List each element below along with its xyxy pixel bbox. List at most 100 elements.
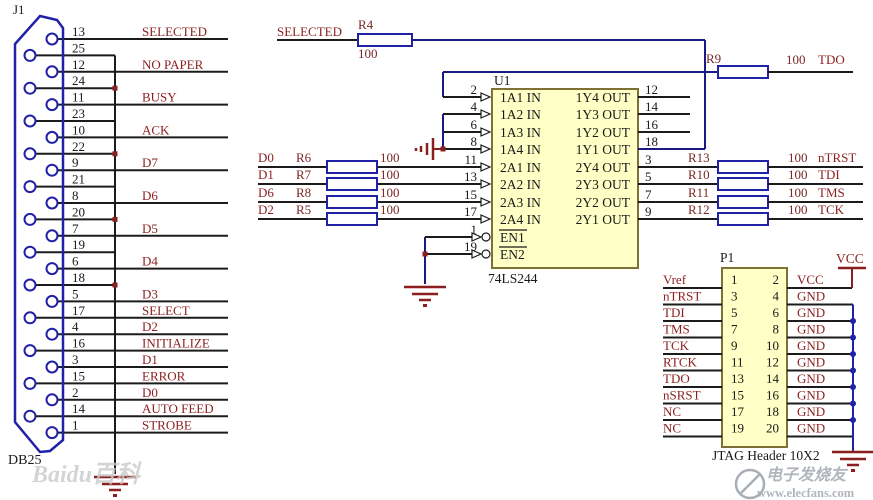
j1-net-label: D6 xyxy=(142,188,158,203)
p1-right-label: GND xyxy=(797,421,825,436)
u1-pin-number: 8 xyxy=(471,134,478,149)
j1-net-label: D1 xyxy=(142,352,158,367)
j1-net-label: ACK xyxy=(142,122,170,137)
junction-mark xyxy=(112,282,118,288)
p1-pin-number: 4 xyxy=(773,289,780,304)
net-label-tms: TMS xyxy=(818,185,845,200)
bus-junction-dot xyxy=(850,334,856,341)
p1-right-label: GND xyxy=(797,388,825,403)
bus-junction-dot xyxy=(850,351,856,357)
j1-pin-circle xyxy=(23,147,37,161)
j1-pin-circle xyxy=(23,180,37,194)
j1-net-label: D0 xyxy=(142,385,158,400)
net-label-selected: SELECTED xyxy=(277,24,342,39)
input-arrow-icon xyxy=(471,232,483,242)
j1-pin-circle xyxy=(45,32,59,46)
j1-pin-circle xyxy=(23,344,37,358)
j1-pin-circle xyxy=(45,65,59,79)
j1-pin-number: 1 xyxy=(72,418,79,433)
j1-pin-number: 15 xyxy=(72,368,85,383)
u1-pin-name: 1A2 IN xyxy=(500,107,541,122)
j1-pin-circle xyxy=(45,327,59,341)
j1-net-label: SELECTED xyxy=(142,24,207,39)
j1-pin-circle xyxy=(23,245,37,259)
u1-pin-number: 3 xyxy=(645,152,652,167)
net-label-d2: D2 xyxy=(258,202,274,217)
u1-pin-name: 2A3 IN xyxy=(500,195,541,210)
p1-right-label: GND xyxy=(797,404,825,419)
elecfans-logo-icon xyxy=(734,468,766,500)
active-low-bubble-icon xyxy=(481,232,491,242)
r7-body xyxy=(326,177,378,191)
input-arrow-icon xyxy=(480,162,492,172)
j1-pin-number: 3 xyxy=(72,352,79,367)
junction-mark xyxy=(422,251,428,257)
j1-pin-circle xyxy=(23,376,37,390)
j1-pin-number: 13 xyxy=(72,24,85,39)
j1-pin-number: 7 xyxy=(72,221,79,236)
u1-pin-name: EN1 xyxy=(500,230,525,245)
r5-value: 100 xyxy=(380,202,400,217)
net-label-ntrst: nTRST xyxy=(818,150,856,165)
vcc-power-label: VCC xyxy=(836,251,864,266)
p1-pin-number: 3 xyxy=(731,289,738,304)
input-arrow-icon xyxy=(480,92,492,102)
j1-pin-number: 11 xyxy=(72,90,85,105)
r13-value: 100 xyxy=(788,150,808,165)
r9-value: 100 xyxy=(786,52,806,67)
net-label-tdo: TDO xyxy=(818,52,845,67)
r12-value: 100 xyxy=(788,202,808,217)
junction-mark xyxy=(440,146,446,152)
p1-left-label: Vref xyxy=(663,272,687,287)
net-label-tdi: TDI xyxy=(818,167,840,182)
u1-designator: U1 xyxy=(494,73,511,88)
r8-value: 100 xyxy=(380,185,400,200)
u1-pin-name: 2A2 IN xyxy=(500,177,541,192)
u1-pin-name: 1Y3 OUT xyxy=(576,107,631,122)
p1-left-label: nSRST xyxy=(663,388,701,403)
p1-left-label: TMS xyxy=(663,322,690,337)
j1-pin-number: 14 xyxy=(72,401,86,416)
j1-pin-number: 22 xyxy=(72,139,85,154)
j1-net-label: SELECT xyxy=(142,303,190,318)
j1-pin-number: 17 xyxy=(72,303,86,318)
u1-pin-number: 2 xyxy=(471,82,478,97)
j1-pin-circle xyxy=(23,278,37,292)
p1-ground-symbol xyxy=(851,469,855,472)
j1-pin-number: 5 xyxy=(72,286,79,301)
j1-pin-number: 21 xyxy=(72,172,85,187)
j1-pin-circle xyxy=(45,262,59,276)
r12-body xyxy=(717,212,769,226)
u1-pin-name: 1Y2 OUT xyxy=(576,125,631,140)
r6-ref: R6 xyxy=(296,150,312,165)
j1-pin-circle xyxy=(45,196,59,210)
bus-junction-dot xyxy=(850,384,856,390)
p1-right-label: GND xyxy=(797,338,825,353)
u1-pin-number: 1 xyxy=(471,222,478,237)
u1-pin-name: 1A4 IN xyxy=(500,142,541,157)
p1-left-label: TDI xyxy=(663,305,685,320)
p1-pin-number: 7 xyxy=(731,322,738,337)
u1-body xyxy=(491,88,639,269)
p1-pin-number: 5 xyxy=(731,305,738,320)
p1-pin-number: 9 xyxy=(731,338,738,353)
j1-net-label: D3 xyxy=(142,286,158,301)
j1-pin-circle xyxy=(23,81,37,95)
p1-pin-number: 2 xyxy=(773,272,780,287)
r10-ref: R10 xyxy=(688,167,710,182)
enable-ground-symbol xyxy=(423,304,427,307)
u1-pin-number: 5 xyxy=(645,169,652,184)
r4-body xyxy=(357,33,413,47)
u1-pin-number: 6 xyxy=(471,117,478,132)
j1-pin-number: 24 xyxy=(72,73,86,88)
j1-pin-circle xyxy=(45,426,59,440)
input-arrow-icon xyxy=(480,179,492,189)
baidu-watermark: Baidu百科 xyxy=(31,461,142,488)
j1-pin-circle xyxy=(45,130,59,144)
p1-left-label: TDO xyxy=(663,371,690,386)
j1-pin-number: 20 xyxy=(72,204,85,219)
j1-net-label: D4 xyxy=(142,254,158,269)
junction-mark xyxy=(112,216,118,222)
p1-pin-number: 17 xyxy=(731,404,745,419)
